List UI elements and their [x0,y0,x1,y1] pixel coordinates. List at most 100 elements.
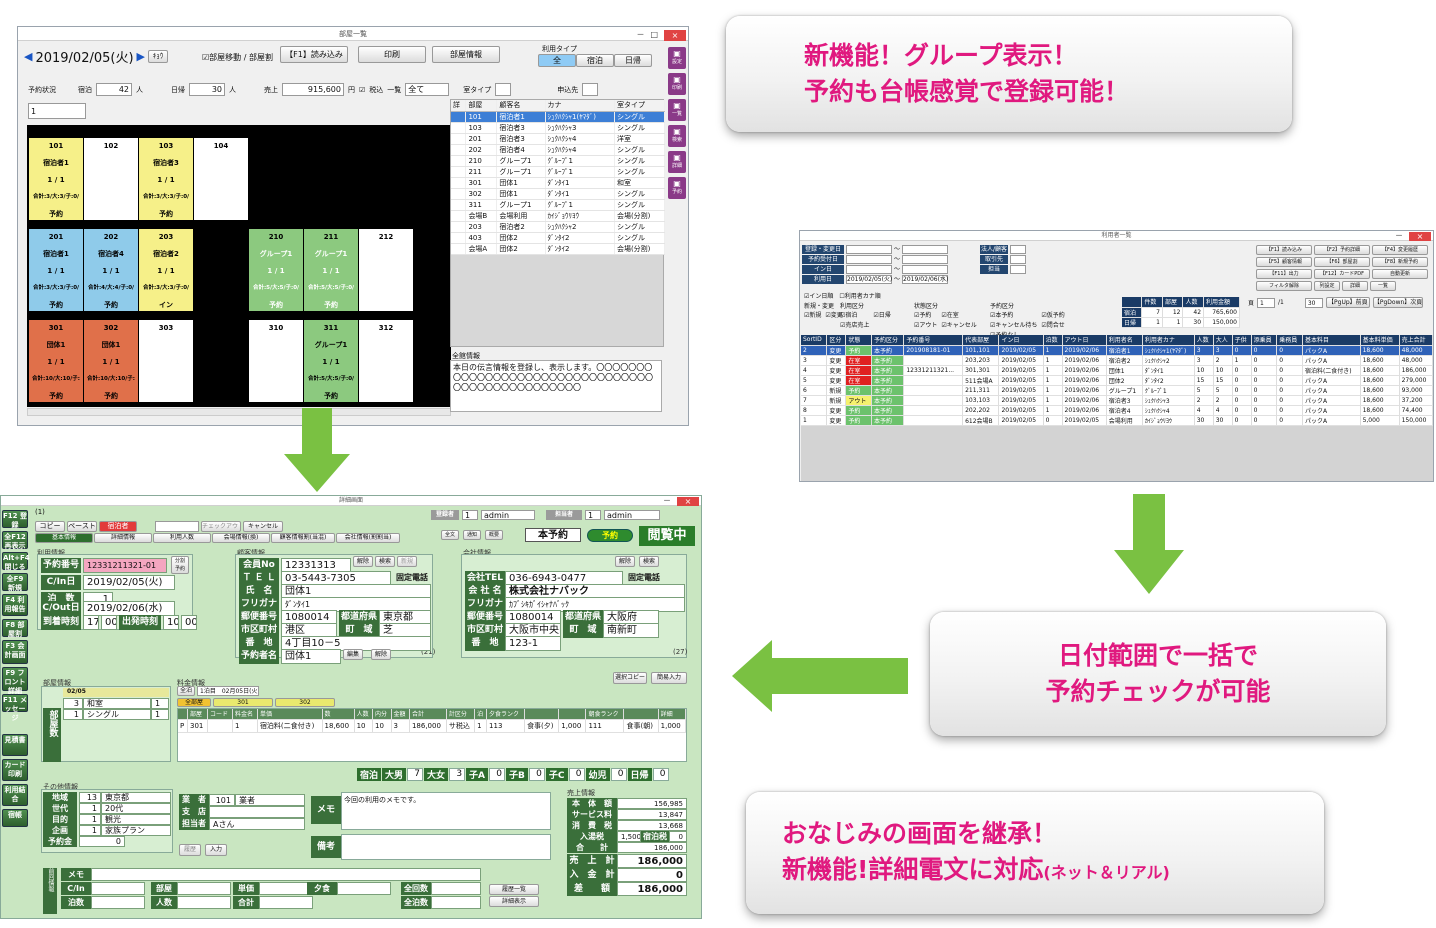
grid-header-cell[interactable]: 利用者カナ [1142,335,1195,346]
side-tool-button[interactable]: ▣検索 [668,125,686,147]
room-grid-scrollbar[interactable] [27,408,451,416]
detail-tab[interactable]: 会社情報(割割当) [336,533,400,543]
list-select[interactable]: 全て [405,83,450,96]
grid-header-cell[interactable]: 予約区分 [871,335,905,346]
right-filter-field[interactable] [1010,245,1026,254]
room-cell[interactable]: 212 [359,229,413,311]
right-filter-field[interactable] [1010,265,1026,274]
detail-tab[interactable]: 顧客情報割(当混) [271,533,335,543]
filter-to[interactable]: 2019/02/06(水) [902,275,949,284]
read-button[interactable]: 【F1】読み込み [280,46,348,63]
group-checkbox[interactable]: ☑問合せ [1041,320,1064,329]
bottom-field[interactable] [431,896,481,909]
other-code[interactable]: 13 [79,792,101,803]
bottom-field[interactable] [91,868,481,881]
user-toolbar-button[interactable]: 一覧 [1370,281,1396,291]
grid-header-cell[interactable]: 利用者名 [1106,335,1143,346]
room-info-button[interactable]: 部屋情報 [432,46,500,63]
ctel-type-field[interactable]: 固定電話 [625,571,665,586]
room-row-cell[interactable]: シングル [83,709,151,720]
bottom-field[interactable] [91,882,145,895]
group-checkbox[interactable]: ☑変更 [825,310,842,319]
count-value[interactable]: 0 [652,768,669,781]
filter-to[interactable] [902,265,949,274]
small-button[interactable]: 通知 [463,530,481,540]
company-action-button[interactable]: 検索 [639,556,659,567]
grid-header-cell[interactable]: 代表部屋 [962,335,1000,346]
side-function-button[interactable]: 見積書 [2,734,28,756]
user-toolbar-button[interactable]: 自動更新 [1372,269,1428,279]
user-toolbar-button[interactable]: フィルタ解除 [1256,281,1312,291]
room-row-cell[interactable]: 3 [63,698,83,709]
room-move-checkbox[interactable]: ☑ [202,53,210,62]
other-code[interactable]: 1 [79,803,101,814]
side-function-button[interactable]: F4 利用報告 [2,594,28,616]
bottom-button[interactable]: 詳細表示 [489,896,539,907]
group-checkbox[interactable]: ☑売店売上 [840,320,869,329]
bottom-field[interactable] [177,896,231,909]
user-toolbar-button[interactable]: 【F12】カードPDF [1314,269,1370,279]
note-field[interactable] [341,834,551,860]
grid-header-cell[interactable]: 乗務員 [1276,335,1303,346]
customer-action-button[interactable]: 解除 [353,556,373,567]
filter-to[interactable] [902,255,949,264]
filter-to[interactable] [902,245,949,254]
side-function-button[interactable]: F12 登録 [2,510,28,529]
cancel-button[interactable]: キャンセル [243,521,283,532]
customer-action-button[interactable]: 新規 [397,556,417,567]
departure-min[interactable]: 00 [181,615,197,630]
other-value[interactable]: 家族プラン [101,825,171,836]
grid-header-cell[interactable]: 子供 [1232,335,1252,346]
count-value[interactable]: 3 [449,768,466,781]
pgdn-button[interactable]: 【PgDown】次頁 [1372,297,1423,308]
small-button[interactable]: 概要 [485,530,503,540]
user-toolbar-button[interactable]: 【F8】新規予約 [1372,257,1428,267]
other-value[interactable]: 20代 [101,803,171,814]
page-field[interactable]: 1 [1257,297,1276,308]
ctown-field[interactable]: 南新町 [603,623,659,638]
list-header-cell[interactable]: 顧客名 [496,100,546,112]
side-function-button[interactable]: 全F9 新規 [2,573,28,592]
side-tool-button[interactable]: ▣設定 [668,47,686,69]
list-header-cell[interactable]: 部屋 [465,100,498,112]
grid-header-cell[interactable]: 予約番号 [903,335,964,346]
other-value[interactable]: 0 [79,836,125,847]
grid-header-cell[interactable]: 大人 [1213,335,1233,346]
side-function-button[interactable]: カード印刷 [2,759,28,781]
detail-tab[interactable]: 詳細情報 [94,533,152,543]
maximize-icon[interactable]: □ [650,30,658,39]
count-value[interactable]: 0 [528,768,545,781]
company-action-button[interactable]: 解除 [615,556,635,567]
usage-day-button[interactable]: 日帰 [614,54,652,67]
close-icon[interactable]: × [677,496,699,506]
group-checkbox[interactable]: ☑新規 [804,310,821,319]
roomtype-select[interactable] [495,83,512,96]
today-button[interactable]: ｷｮｳ [148,50,169,63]
side-function-button[interactable]: 全F12 再表示 [2,531,28,550]
minimize-icon[interactable]: － [1395,231,1403,240]
grid-header-cell[interactable]: 基本料目 [1302,335,1361,346]
bottom-field[interactable] [91,896,145,909]
usage-stay-button[interactable]: 宿泊 [576,54,614,67]
other-code[interactable]: 1 [79,825,101,836]
bottom-field[interactable] [259,882,313,895]
